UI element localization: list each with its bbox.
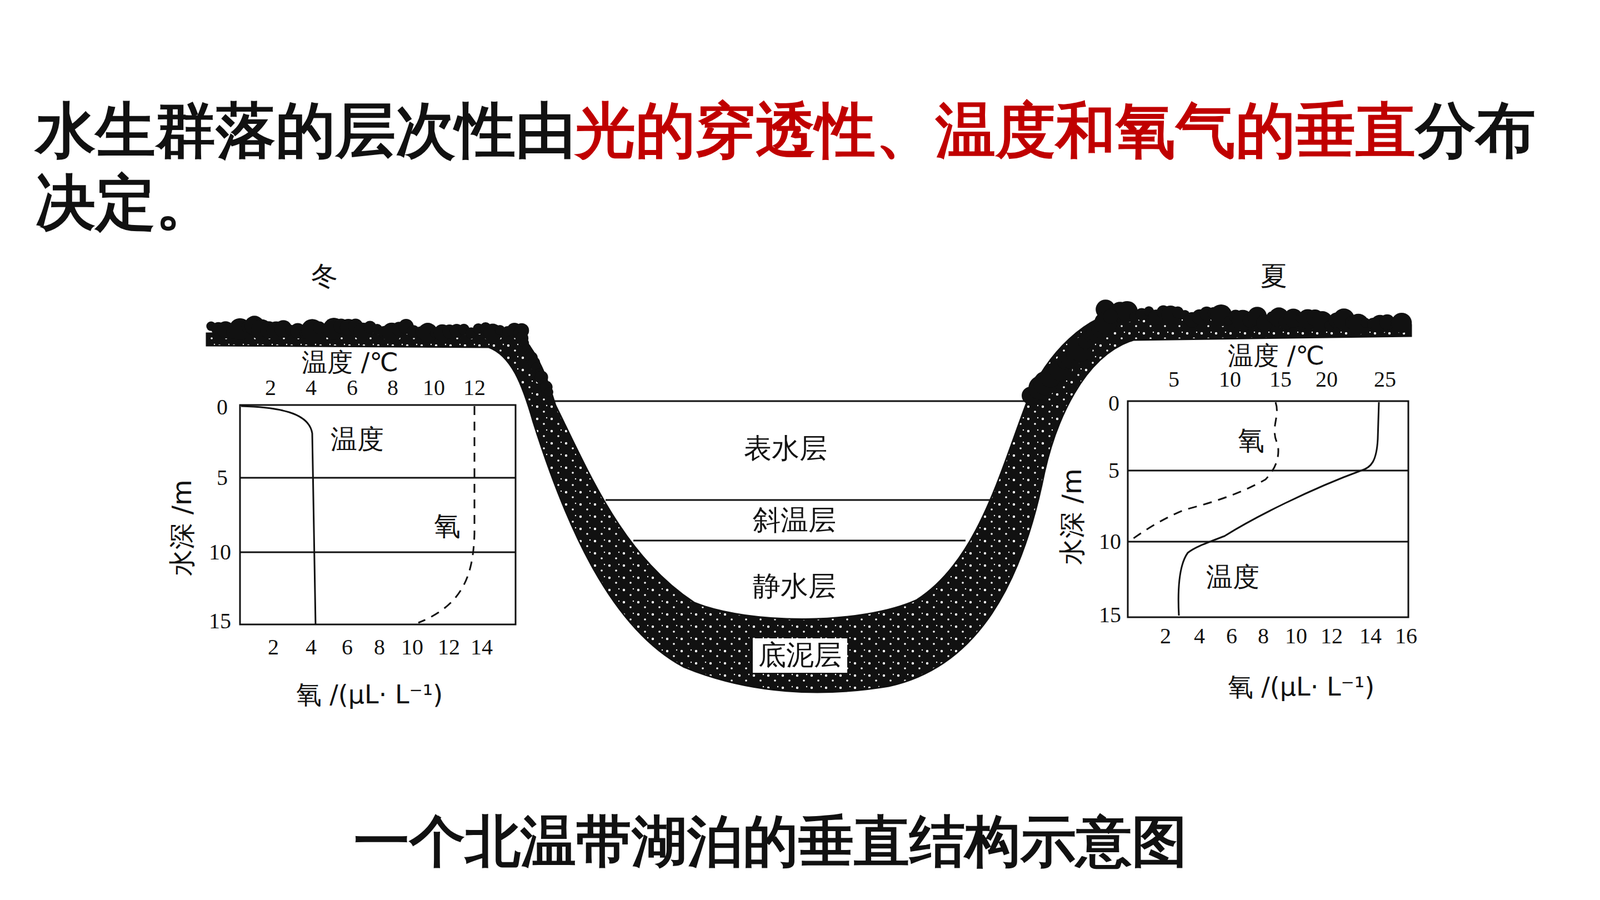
axis-tick: 15 [1098,602,1122,628]
axis-tick: 8 [1257,623,1269,649]
summer-chart [1127,401,1409,618]
axis-tick: 10 [1218,367,1242,392]
lake-layer-band: 表水层 [739,432,832,465]
axis-tick: 5 [1108,458,1120,483]
axis-tick: 4 [305,635,317,660]
chart-label: 氧 /(μL· L⁻¹) [296,680,444,709]
axis-tick: 2 [267,635,279,660]
chart-label: 氧 [433,511,461,541]
axis-tick: 10 [208,540,232,565]
axis-tick: 8 [387,375,399,400]
axis-tick: 6 [1226,623,1238,649]
axis-tick: 10 [1098,529,1122,554]
foliage [206,299,1412,405]
axis-tick: 15 [208,608,232,634]
chart-label: 温度 /℃ [1227,341,1325,370]
axis-tick: 4 [305,375,317,400]
axis-tick: 16 [1395,623,1418,649]
axis-tick: 14 [470,635,493,660]
axis-tick: 25 [1373,367,1397,392]
axis-tick: 0 [216,395,228,420]
layer-line [605,499,990,502]
axis-title: 水深 /m [1057,468,1087,565]
layer-name: 静水层 [752,570,837,603]
axis-tick: 12 [1320,623,1343,649]
lake-layer-band: 斜温层 [748,504,841,537]
water-surface [552,400,1028,403]
axis-tick: 8 [373,635,385,660]
chart-label: 温度 [330,424,384,454]
page-title: 水生群落的层次性由光的穿透性、温度和氧气的垂直分布决定。 [35,94,1536,239]
axis-tick: 12 [463,375,486,400]
axis-tick: 14 [1359,623,1382,649]
layer-name: 斜温层 [752,504,837,537]
layer-name: 底泥层 [758,639,842,672]
axis-tick: 10 [422,375,445,400]
axis-tick: 10 [1285,623,1308,649]
chart-label: 冬 [311,261,338,291]
figure-caption: 一个北温带湖泊的垂直结构示意图 [353,811,1188,873]
axis-tick: 6 [341,635,353,660]
chart-label: 温度 /℃ [301,348,399,377]
axis-tick: 15 [1269,367,1292,392]
axis-tick: 5 [216,465,228,490]
lake-layer-band: 静水层 [748,570,841,603]
chart-label: 夏 [1260,261,1288,291]
axis-tick: 6 [346,375,358,400]
chart-label: 温度 [1206,562,1260,592]
lake-basin [206,311,1412,693]
axis-tick: 2 [265,375,277,400]
axis-tick: 0 [1108,391,1120,416]
axis-title: 水深 /m [167,479,197,577]
axis-tick: 4 [1193,623,1205,649]
layer-name: 表水层 [743,432,828,465]
axis-tick: 5 [1168,367,1180,392]
layer-line [633,540,966,542]
lake-layer-band: 底泥层 [752,638,848,673]
axis-tick: 12 [437,635,460,660]
axis-tick: 2 [1160,623,1172,649]
axis-tick: 10 [401,635,424,660]
winter-chart [240,405,516,625]
chart-label: 氧 [1237,425,1265,455]
chart-label: 氧 /(μL· L⁻¹) [1227,672,1375,702]
axis-tick: 20 [1315,367,1338,392]
